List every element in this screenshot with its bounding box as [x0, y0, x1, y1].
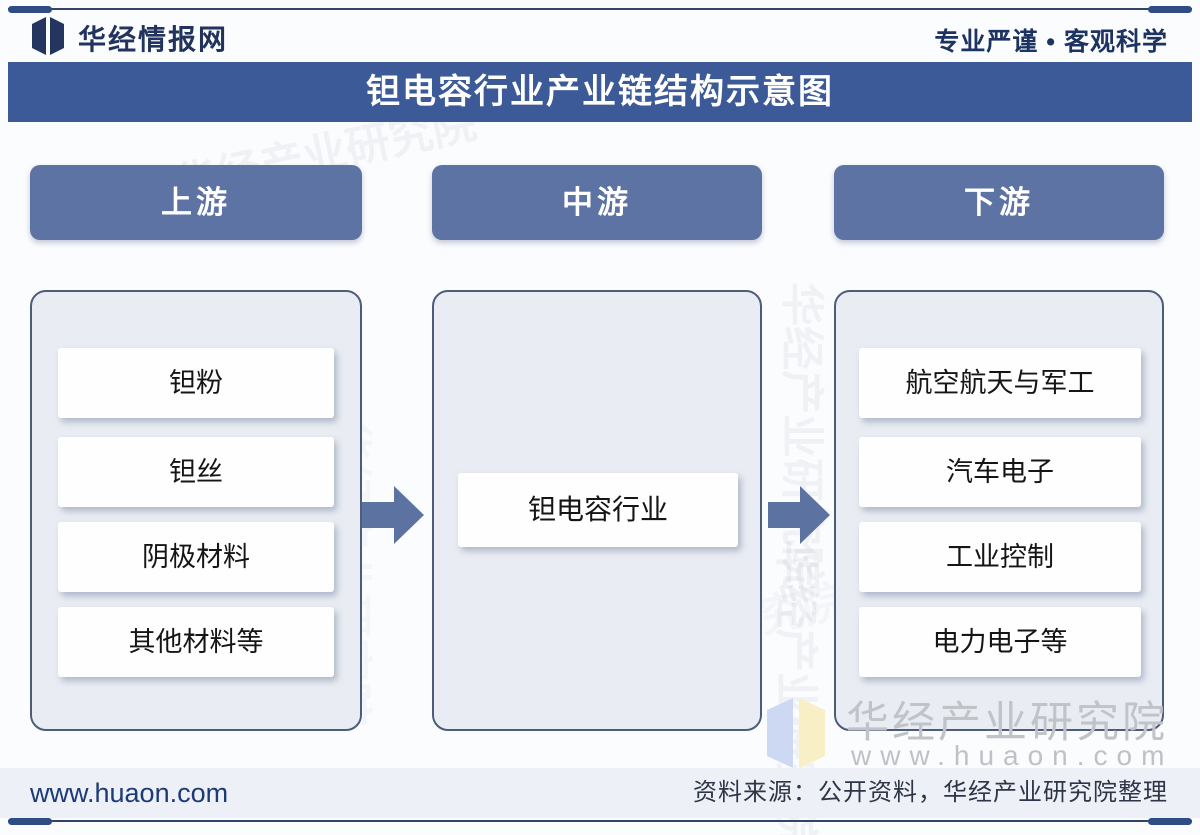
upstream-item: 其他材料等: [58, 607, 334, 677]
upstream-panel: 钽粉 钽丝 阴极材料 其他材料等: [30, 290, 362, 731]
midstream-item: 钽电容行业: [458, 473, 738, 547]
downstream-item: 电力电子等: [859, 607, 1141, 677]
upstream-item: 钽粉: [58, 348, 334, 418]
right-arrow-icon: [768, 486, 830, 549]
page-title: 钽电容行业产业链结构示意图: [366, 73, 834, 111]
midstream-panel: 钽电容行业: [432, 290, 762, 731]
top-left-cap: [8, 6, 52, 13]
bottom-divider: [8, 820, 1192, 822]
bottom-left-cap: [8, 818, 52, 825]
right-arrow-icon: [362, 486, 424, 549]
column-header-label: 上游: [161, 185, 231, 220]
downstream-item: 汽车电子: [859, 437, 1141, 507]
bottom-right-cap: [1148, 818, 1192, 825]
footer-source-text: 资料来源：公开资料，华经产业研究院整理: [693, 779, 1168, 806]
brand-name: 华经情报网: [78, 24, 229, 55]
watermark-url-text: www.huaon.com: [851, 740, 1174, 771]
watermark-open-book-icon: [766, 698, 828, 773]
column-header-downstream: 下游: [834, 165, 1164, 240]
column-header-midstream: 中游: [432, 165, 762, 240]
upstream-item: 钽丝: [58, 437, 334, 507]
open-book-icon: [30, 16, 68, 61]
top-divider: [8, 8, 1192, 10]
watermark-brand-text: 华经产业研究院: [846, 699, 1168, 747]
column-header-upstream: 上游: [30, 165, 362, 240]
upstream-item: 阴极材料: [58, 522, 334, 592]
footer-site-text: www.huaon.com: [30, 778, 229, 808]
brand-tagline: 专业严谨 • 客观科学: [934, 28, 1168, 56]
top-right-cap: [1148, 6, 1192, 13]
downstream-item: 工业控制: [859, 522, 1141, 592]
column-header-label: 中游: [562, 185, 632, 220]
downstream-item: 航空航天与军工: [859, 348, 1141, 418]
downstream-panel: 航空航天与军工 汽车电子 工业控制 电力电子等: [834, 290, 1164, 731]
column-header-label: 下游: [964, 185, 1034, 220]
footer-bar: [0, 768, 1200, 818]
title-bar: 钽电容行业产业链结构示意图: [8, 62, 1192, 122]
